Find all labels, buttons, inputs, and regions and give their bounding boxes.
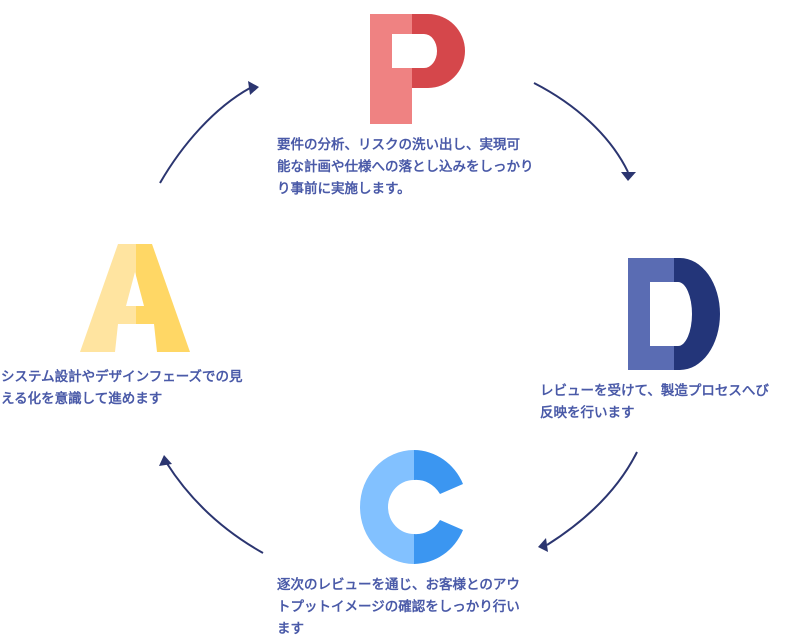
arrowhead-d-to-c-icon [538, 538, 548, 552]
letter-d-icon [628, 258, 720, 370]
plan-description: 要件の分析、リスクの洗い出し、実現可 能な計画や仕様への落とし込みをしっかり り… [277, 137, 534, 197]
arrow-d-to-c [546, 451, 638, 546]
letter-p-icon [370, 14, 465, 124]
letter-a-icon [80, 244, 190, 352]
do-description: レビューを受けて、製造プロセスへび 反映を行います [540, 383, 769, 421]
arrowheads [159, 81, 636, 552]
arrowhead-a-to-p-icon [248, 81, 259, 95]
arrow-a-to-p [159, 87, 251, 184]
check-description: 逐次のレビューを通じ、お客様とのアウ トプットイメージの確認をしっかり行い ます [277, 577, 520, 637]
letter-c-icon [360, 450, 463, 564]
arrow-p-to-d [533, 82, 629, 173]
cycle-arrows [159, 82, 638, 554]
arrowhead-c-to-a-icon [159, 455, 172, 466]
arrowhead-p-to-d-icon [621, 172, 636, 181]
arrow-c-to-a [165, 461, 264, 554]
act-description: システム設計やデザインフェーズでの見 える化を意識して進めます [1, 369, 243, 407]
